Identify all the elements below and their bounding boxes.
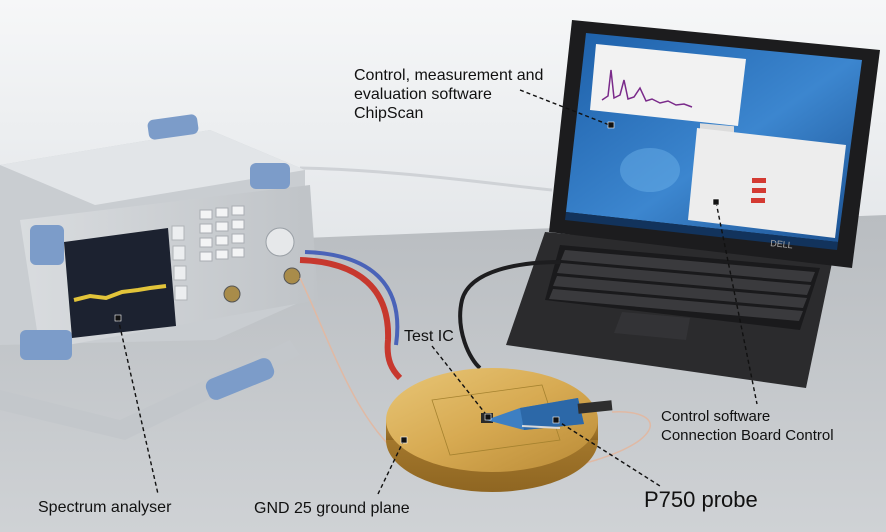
label-control-software: Control software Connection Board Contro…: [661, 407, 881, 445]
label-chipscan-line3: ChipScan: [354, 105, 424, 122]
label-test-ic: Test IC: [404, 328, 454, 345]
callout-control-line: [715, 201, 758, 405]
chipscan-window: [590, 44, 746, 126]
analyser-display: [64, 228, 176, 338]
svg-text:DELL: DELL: [770, 238, 793, 250]
lan-cable: [299, 166, 553, 192]
usb-cable: [458, 260, 561, 370]
label-chipscan-software: Control, measurement and evaluation soft…: [354, 66, 594, 123]
label-spectrum-analyser: Spectrum analyser: [38, 499, 172, 516]
analyser-trace: [73, 284, 167, 302]
p750-probe: [486, 398, 613, 430]
carry-handle: [0, 340, 300, 440]
connection-board-window: [688, 128, 846, 238]
touchpad: [614, 312, 690, 340]
label-p750-probe: P750 probe: [644, 487, 758, 512]
callout-chipscan-line: [519, 89, 613, 127]
rf-input-connector: [283, 267, 301, 285]
blue-cable: [304, 250, 400, 346]
rotary-knob: [265, 227, 295, 257]
spectrum-analyser: [0, 114, 318, 440]
label-control-line1: Control software: [661, 408, 771, 425]
label-control-line2: Connection Board Control: [661, 427, 834, 444]
label-chipscan-line1: Control, measurement and: [354, 67, 544, 84]
laptop: DELL: [506, 20, 880, 388]
gnd-25-ground-plane: [386, 368, 598, 492]
callout-spectrum-line: [117, 317, 159, 495]
label-chipscan-line2: evaluation software: [354, 86, 492, 103]
callout-testic-line: [431, 345, 489, 418]
red-cable: [299, 257, 403, 381]
callout-gnd-line: [377, 439, 405, 495]
label-ground-plane: GND 25 ground plane: [254, 500, 410, 517]
chipscan-spectrum-trace: [601, 69, 693, 108]
